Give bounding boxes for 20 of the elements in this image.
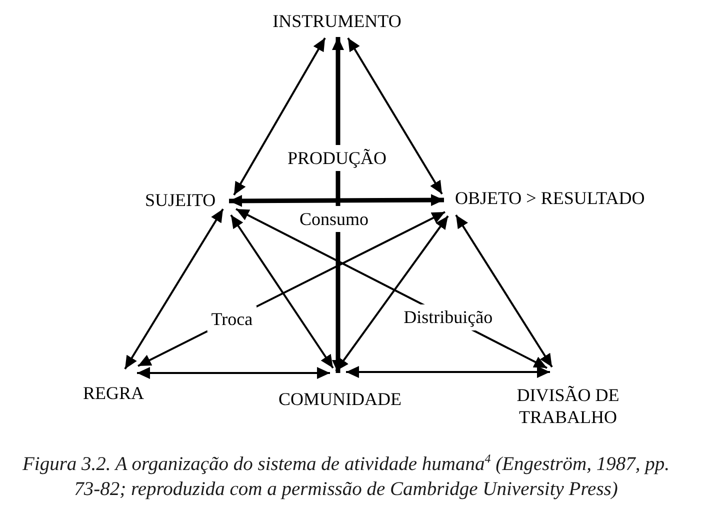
double-arrow bbox=[335, 215, 449, 372]
double-arrow bbox=[233, 38, 326, 196]
vertex-label: INSTRUMENTO bbox=[272, 11, 402, 31]
vertex-label: REGRA bbox=[83, 383, 144, 403]
edge-label: Distribuição bbox=[404, 307, 493, 328]
edge-label: Troca bbox=[211, 308, 253, 329]
double-arrow bbox=[346, 366, 550, 378]
double-arrow bbox=[124, 208, 224, 370]
double-arrow bbox=[229, 194, 444, 207]
double-arrow bbox=[455, 214, 553, 368]
double-arrow bbox=[347, 37, 443, 195]
vertex-label: DIVISÃO DE TRABALHO bbox=[512, 384, 624, 428]
vertex-label: SUJEITO bbox=[145, 190, 216, 210]
region-label: Consumo bbox=[300, 209, 368, 229]
figure-caption: Figura 3.2. A organização do sistema de atividade humana$^{4}$ (Engeström, 1987, pp. 73-82; reproduzida com a permissão de Cambridge University Press) bbox=[22, 452, 670, 502]
double-arrow bbox=[137, 367, 330, 379]
vertex-label: COMUNIDADE bbox=[278, 389, 402, 409]
region-label: PRODUÇÃO bbox=[287, 148, 387, 168]
double-arrow bbox=[230, 214, 334, 369]
vertex-label: OBJETO > RESULTADO bbox=[455, 188, 645, 208]
